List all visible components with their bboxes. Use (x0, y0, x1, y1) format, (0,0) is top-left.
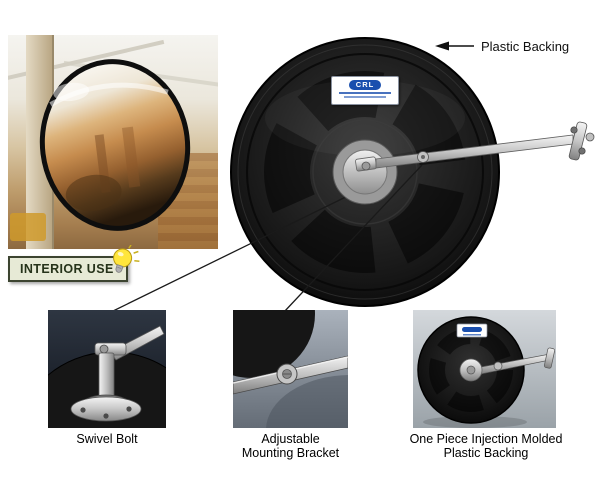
swivel-bolt-graphic (48, 310, 166, 428)
crl-logo: CRL (349, 80, 381, 90)
leader-line-bracket (283, 164, 423, 313)
mounting-bracket-graphic (233, 310, 348, 428)
mounting-arm (375, 121, 595, 169)
mounting-bracket-photo (233, 310, 348, 428)
caption-line: Swivel Bolt (76, 432, 138, 446)
plastic-backing-label: Plastic Backing (481, 39, 570, 54)
caption-line: Mounting Bracket (241, 446, 340, 460)
convex-mirror-graphic (39, 59, 191, 231)
installed-mirror-photo (8, 35, 218, 249)
plastic-backing-graphic (413, 310, 556, 428)
leader-line-swivel-bolt (110, 189, 361, 313)
leader-lines (110, 164, 423, 313)
crl-label: CRL (331, 76, 399, 105)
wall-bracket (568, 121, 595, 161)
swivel-bolt-caption: Swivel Bolt (40, 432, 174, 446)
caption-line: Plastic Backing (443, 446, 529, 460)
mounting-bracket-caption: Adjustable Mounting Bracket (225, 432, 356, 460)
plastic-backing-caption: One Piece Injection Molded Plastic Backi… (400, 432, 572, 460)
label-text-line (344, 96, 386, 98)
interior-use-text: INTERIOR USE (20, 262, 114, 276)
convex-mirror (39, 59, 191, 231)
caption-line: One Piece Injection Molded (409, 432, 563, 446)
plastic-backing-photo (413, 310, 556, 428)
plastic-backing-arrow (435, 41, 474, 51)
hub-swivel-bolt (332, 139, 398, 205)
swivel-bolt-photo (48, 310, 166, 428)
caption-line: Adjustable (261, 432, 320, 446)
forklift-blob (10, 213, 46, 241)
interior-use-badge: INTERIOR USE (8, 256, 128, 282)
lightbulb-icon (113, 245, 140, 273)
label-text-line (339, 92, 391, 94)
